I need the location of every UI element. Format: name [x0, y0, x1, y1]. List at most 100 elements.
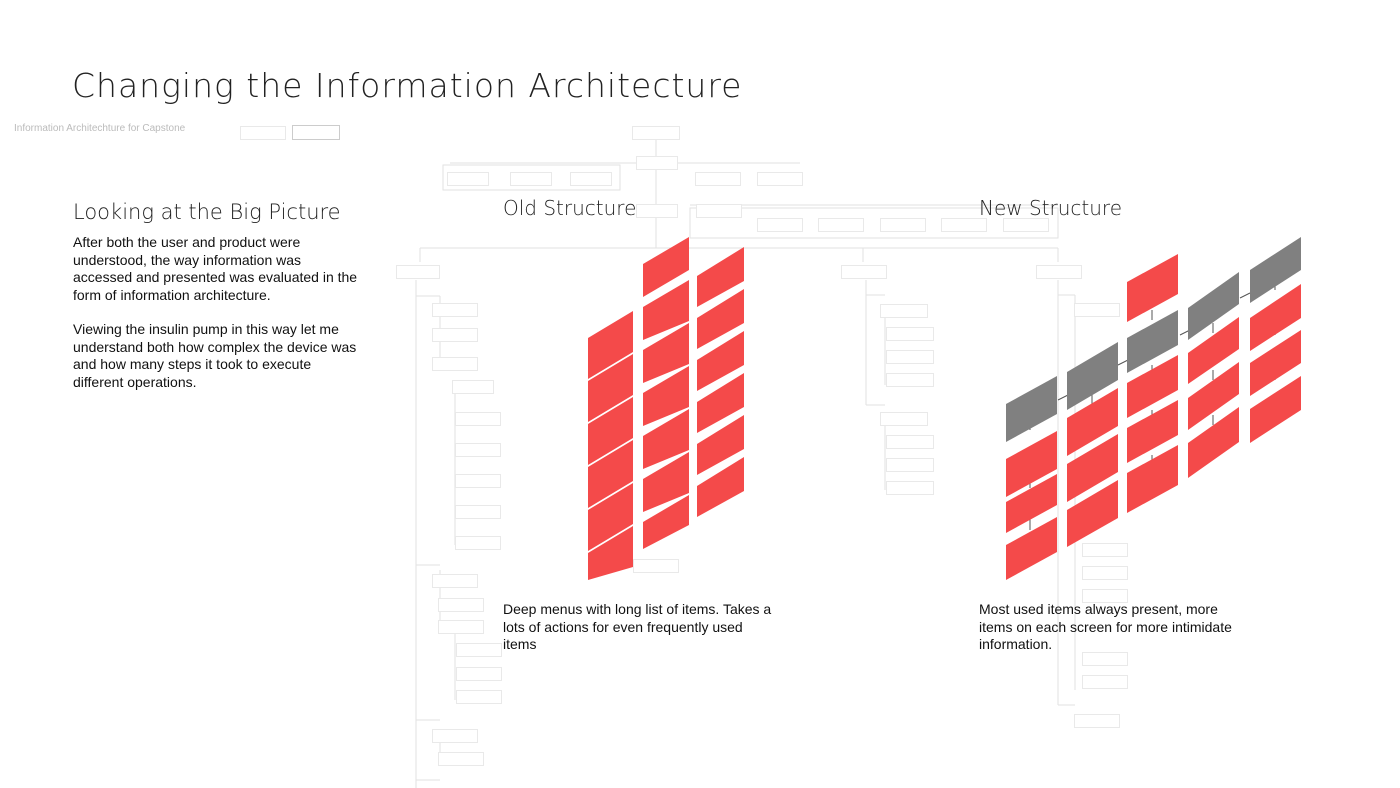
faint-node	[880, 412, 928, 426]
faint-node	[841, 265, 887, 279]
screen-tile	[1127, 254, 1178, 322]
faint-subtitle: Information Architechture for Capstone	[14, 123, 186, 134]
insight-paragraph: Viewing the insulin pump in this way let…	[73, 321, 357, 390]
screen-tile	[643, 452, 689, 512]
screen-tile	[1127, 400, 1178, 463]
faint-node	[695, 172, 741, 186]
new-structure-title: New Structure	[979, 196, 1123, 220]
faint-node	[455, 505, 501, 519]
faint-node	[886, 458, 934, 472]
faint-node	[432, 729, 478, 743]
faint-node	[886, 350, 934, 364]
faint-node	[438, 598, 484, 612]
screen-tile-gray	[1188, 272, 1239, 340]
new-structure-stack	[1006, 237, 1301, 580]
faint-node	[1003, 218, 1049, 232]
faint-node	[240, 126, 286, 140]
screen-tile	[1006, 517, 1057, 580]
screen-tile	[697, 415, 744, 475]
screen-tile-gray	[1127, 310, 1178, 373]
old-structure-stack	[588, 237, 744, 580]
screen-tile	[1188, 362, 1239, 430]
screen-tile	[588, 311, 633, 379]
screen-tile	[1006, 431, 1057, 497]
section-heading: Looking at the Big Picture	[73, 200, 341, 224]
faint-node	[438, 620, 484, 634]
faint-node	[886, 373, 934, 387]
faint-node	[456, 667, 502, 681]
screen-tile	[588, 397, 633, 465]
faint-node	[447, 172, 489, 186]
new-structure-caption: Most used items always present, more ite…	[979, 601, 1232, 652]
faint-node	[880, 304, 928, 318]
faint-node	[757, 218, 803, 232]
faint-node	[455, 536, 501, 550]
faint-node	[886, 327, 934, 341]
faint-node	[636, 204, 678, 218]
screen-tile	[643, 323, 689, 383]
faint-node	[1036, 265, 1082, 279]
faint-node	[456, 643, 502, 657]
faint-node	[632, 126, 680, 140]
page-title: Changing the Information Architecture	[72, 66, 743, 105]
screen-tile	[1188, 407, 1239, 478]
faint-node	[432, 574, 478, 588]
screen-tile	[697, 289, 744, 349]
faint-node	[438, 752, 484, 766]
faint-node	[886, 435, 934, 449]
faint-node	[396, 265, 440, 279]
screen-tile	[1127, 355, 1178, 418]
screen-tile	[588, 354, 633, 422]
screen-tile	[1250, 376, 1301, 443]
faint-node	[455, 412, 501, 426]
screen-tile-gray	[1250, 237, 1301, 303]
screen-tile	[588, 526, 633, 580]
faint-node	[880, 218, 926, 232]
screen-tile	[643, 495, 689, 549]
screen-tile-gray	[1006, 376, 1057, 442]
screen-tile	[643, 366, 689, 426]
screen-tile	[697, 247, 744, 307]
faint-node	[510, 172, 552, 186]
screen-tile	[697, 331, 744, 391]
screen-tile	[643, 409, 689, 469]
faint-node	[1082, 543, 1128, 557]
screen-tile	[588, 440, 633, 508]
screen-tile	[1127, 445, 1178, 513]
screen-tile	[1250, 284, 1301, 351]
faint-node	[455, 474, 501, 488]
faint-node	[696, 204, 742, 218]
faint-node	[636, 156, 678, 170]
faint-node	[757, 172, 803, 186]
faint-node	[818, 218, 864, 232]
faint-node	[633, 559, 679, 573]
intro-paragraph: After both the user and product were und…	[73, 234, 358, 303]
faint-node	[432, 328, 478, 342]
old-structure-title: Old Structure	[503, 196, 637, 220]
screen-tile	[1006, 474, 1057, 533]
faint-node	[941, 218, 987, 232]
screen-tile	[1250, 330, 1301, 396]
screen-tile-gray	[1067, 342, 1118, 410]
faint-node	[1074, 714, 1120, 728]
faint-node	[1074, 303, 1120, 317]
faint-node	[455, 443, 501, 457]
faint-node	[1082, 566, 1128, 580]
screen-tile	[1188, 317, 1239, 384]
screen-tile	[697, 373, 744, 433]
faint-node	[1082, 652, 1128, 666]
screen-tile	[1067, 434, 1118, 502]
old-structure-caption: Deep menus with long list of items. Take…	[503, 601, 772, 652]
faint-node	[1082, 589, 1128, 603]
faint-node	[456, 690, 502, 704]
faint-node	[432, 303, 478, 317]
faint-node	[570, 172, 612, 186]
faint-node	[452, 380, 494, 394]
faint-node	[432, 357, 478, 371]
faint-node	[292, 125, 340, 140]
screen-tile	[643, 237, 689, 297]
screen-tile	[1067, 480, 1118, 547]
screen-tile	[697, 457, 744, 517]
screen-tile	[588, 483, 633, 551]
